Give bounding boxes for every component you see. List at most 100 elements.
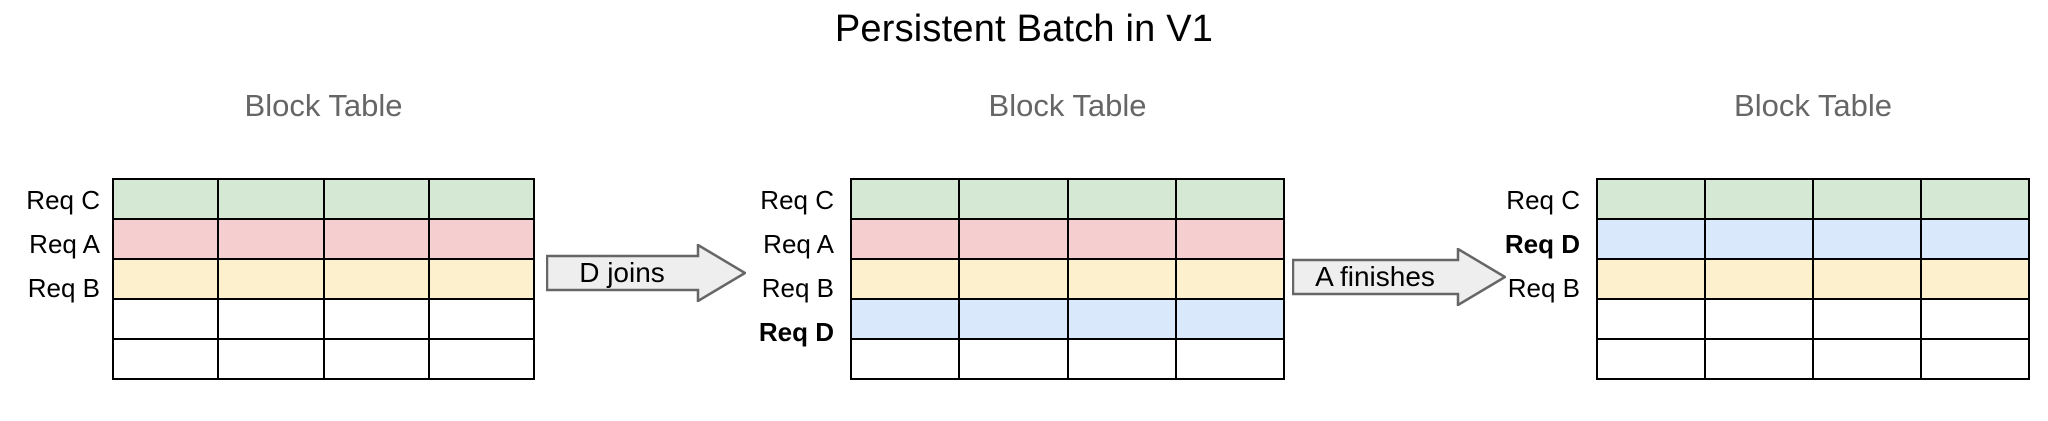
block-cell[interactable]	[958, 218, 1069, 260]
block-cell[interactable]	[849, 338, 961, 380]
table-row	[111, 298, 536, 340]
block-table	[1596, 178, 2030, 380]
table-row	[111, 178, 536, 220]
table-row	[1596, 298, 2030, 340]
block-cell[interactable]	[958, 298, 1069, 340]
block-cell[interactable]	[849, 218, 961, 260]
table-row	[111, 258, 536, 300]
block-cell[interactable]	[1704, 338, 1814, 380]
block-cell[interactable]	[111, 258, 220, 300]
row-label: Req B	[761, 273, 834, 303]
block-cell[interactable]	[111, 178, 220, 220]
block-cell[interactable]	[217, 298, 325, 340]
block-table	[849, 178, 1286, 380]
block-table-title: Block Table	[988, 88, 1147, 123]
block-cell[interactable]	[1596, 258, 1706, 300]
row-label: Req D	[758, 317, 834, 347]
row-label: Req C	[1506, 185, 1580, 215]
block-cell[interactable]	[1920, 298, 2030, 340]
row-label-column: Req C Req D Req B	[1486, 178, 1580, 398]
block-cell[interactable]	[322, 218, 430, 260]
right-arrow-icon	[546, 244, 746, 302]
block-cell[interactable]	[217, 218, 325, 260]
table-row	[111, 338, 536, 380]
block-cell[interactable]	[1920, 178, 2030, 220]
row-label: Req A	[763, 229, 834, 259]
block-cell[interactable]	[322, 338, 430, 380]
block-cell[interactable]	[427, 258, 536, 300]
block-cell[interactable]	[427, 338, 536, 380]
table-row	[849, 258, 1286, 300]
table-row	[1596, 338, 2030, 380]
block-cell[interactable]	[322, 298, 430, 340]
table-row	[849, 298, 1286, 340]
block-cell[interactable]	[1704, 298, 1814, 340]
block-cell[interactable]	[322, 178, 430, 220]
block-cell[interactable]	[1174, 258, 1286, 300]
block-cell[interactable]	[1066, 298, 1177, 340]
block-cell[interactable]	[1066, 178, 1177, 220]
block-cell[interactable]	[111, 298, 220, 340]
block-table-title: Block Table	[244, 88, 403, 123]
block-cell[interactable]	[1704, 178, 1814, 220]
block-cell[interactable]	[1920, 258, 2030, 300]
block-cell[interactable]	[1596, 298, 1706, 340]
row-label-column: Req C Req A Req B Req D	[740, 178, 834, 398]
block-cell[interactable]	[1596, 218, 1706, 260]
block-cell[interactable]	[1174, 178, 1286, 220]
block-cell[interactable]	[1174, 218, 1286, 260]
block-cell[interactable]	[958, 258, 1069, 300]
row-label	[1486, 310, 1580, 354]
block-cell[interactable]	[1812, 298, 1922, 340]
block-cell[interactable]	[1920, 338, 2030, 380]
block-cell[interactable]	[217, 338, 325, 380]
block-cell[interactable]	[1704, 258, 1814, 300]
row-label: Req C	[760, 185, 834, 215]
block-cell[interactable]	[427, 218, 536, 260]
block-cell[interactable]	[322, 258, 430, 300]
block-cell[interactable]	[217, 258, 325, 300]
row-label: Req B	[27, 273, 100, 303]
block-cell[interactable]	[1596, 338, 1706, 380]
block-cell[interactable]	[1704, 218, 1814, 260]
table-row	[849, 178, 1286, 220]
table-row	[1596, 178, 2030, 220]
block-cell[interactable]	[1812, 218, 1922, 260]
block-cell[interactable]	[1174, 338, 1286, 380]
block-cell[interactable]	[849, 258, 961, 300]
table-row	[849, 338, 1286, 380]
block-cell[interactable]	[1920, 218, 2030, 260]
block-table-title: Block Table	[1734, 88, 1892, 123]
block-cell[interactable]	[217, 178, 325, 220]
row-label: Req B	[1507, 273, 1580, 303]
table-row	[1596, 258, 2030, 300]
block-cell[interactable]	[1174, 298, 1286, 340]
row-label: Req A	[29, 229, 100, 259]
right-arrow-icon	[1292, 248, 1506, 306]
block-cell[interactable]	[111, 218, 220, 260]
row-label	[1486, 354, 1580, 398]
table-row	[111, 218, 536, 260]
block-cell[interactable]	[1066, 338, 1177, 380]
block-cell[interactable]	[427, 178, 536, 220]
block-cell[interactable]	[1812, 338, 1922, 380]
arrow-d-joins: D joins	[546, 244, 746, 302]
block-cell[interactable]	[1596, 178, 1706, 220]
arrow-a-finishes: A finishes	[1292, 248, 1506, 306]
block-cell[interactable]	[958, 338, 1069, 380]
block-cell[interactable]	[958, 178, 1069, 220]
page-title: Persistent Batch in V1	[834, 8, 1214, 50]
block-cell[interactable]	[849, 178, 961, 220]
block-cell[interactable]	[1812, 178, 1922, 220]
block-cell[interactable]	[1812, 258, 1922, 300]
table-row	[1596, 218, 2030, 260]
row-label-column: Req C Req A Req B	[0, 178, 100, 398]
arrow-label: A finishes	[1315, 261, 1435, 292]
block-table	[111, 178, 536, 380]
block-cell[interactable]	[849, 298, 961, 340]
block-cell[interactable]	[427, 298, 536, 340]
block-cell[interactable]	[1066, 218, 1177, 260]
arrow-label: D joins	[579, 257, 665, 288]
block-cell[interactable]	[1066, 258, 1177, 300]
block-cell[interactable]	[111, 338, 220, 380]
